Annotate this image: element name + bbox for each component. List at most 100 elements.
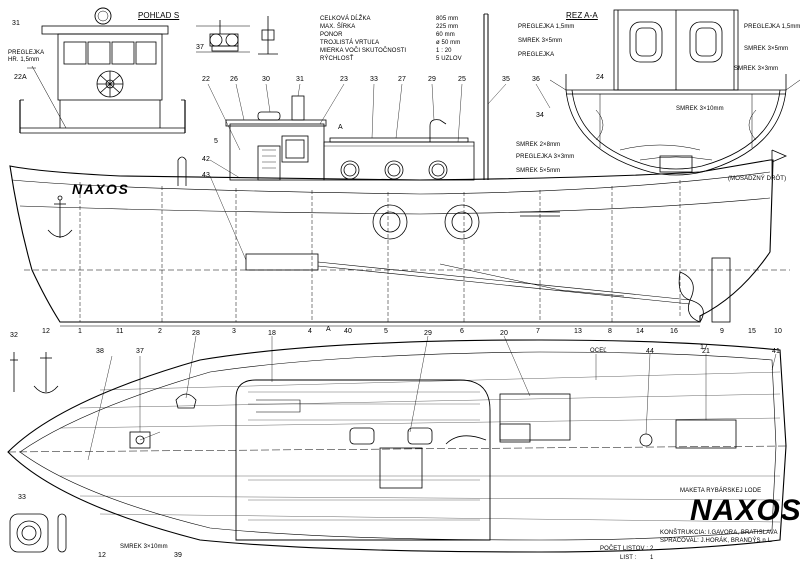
part-number: 15 bbox=[748, 328, 756, 335]
part-number: 14 bbox=[636, 328, 644, 335]
part-number: 34 bbox=[536, 112, 544, 119]
part-number: 10 bbox=[774, 328, 782, 335]
hull-name: NAXOS bbox=[72, 181, 130, 197]
part-number: 31 bbox=[296, 76, 304, 83]
material-label: PREGLEJKA 1,5mm bbox=[518, 24, 575, 30]
section-mark: A bbox=[338, 124, 343, 131]
part-number: 33 bbox=[18, 494, 26, 501]
part-number: 22A bbox=[14, 74, 27, 81]
spec-value: 60 mm bbox=[436, 32, 455, 38]
lifebuoy-detail bbox=[9, 513, 67, 553]
title-sheet-label: LIST : bbox=[620, 555, 637, 561]
part-number: 17 bbox=[700, 344, 708, 351]
part-number: 2 bbox=[158, 328, 162, 335]
front-view-s bbox=[19, 7, 186, 134]
part-number: 9 bbox=[720, 328, 724, 335]
part-number: 22 bbox=[202, 76, 210, 83]
spec-label: CELKOVÁ DĹŽKA bbox=[320, 16, 371, 22]
spec-label: MAX. ŠÍRKA bbox=[320, 24, 356, 30]
side-view-hull bbox=[9, 13, 790, 327]
part-number: 26 bbox=[230, 76, 238, 83]
spec-value: 1 : 20 bbox=[436, 48, 452, 54]
part-number: 44 bbox=[646, 348, 654, 355]
material-label: SMREK 5×5mm bbox=[516, 168, 561, 174]
part-number: 43 bbox=[202, 172, 210, 179]
part-number: 25 bbox=[458, 76, 466, 83]
part-number: 12 bbox=[42, 328, 50, 335]
section-mark: A bbox=[326, 326, 331, 333]
spec-value: 805 mm bbox=[436, 16, 459, 22]
spec-label: TROJLISTÁ VRTUĽA bbox=[320, 40, 380, 46]
part-number: 28 bbox=[192, 330, 200, 337]
part-number: 8 bbox=[608, 328, 612, 335]
spec-value: 5 UZLOV bbox=[436, 56, 462, 62]
view-label: POHĽAD S bbox=[138, 11, 180, 20]
part-number: 31 bbox=[12, 20, 20, 27]
title-sheets-label: POČET LISTOV : bbox=[600, 546, 649, 552]
part-number: 4 bbox=[308, 328, 312, 335]
part-number: 38 bbox=[96, 348, 104, 355]
anchor-detail bbox=[10, 352, 59, 394]
title-sheets-value: 2 bbox=[650, 546, 654, 552]
spec-label: MIERKA VOČI SKUTOČNOSTI bbox=[320, 48, 407, 54]
part-number: 5 bbox=[384, 328, 388, 335]
leader-lines bbox=[87, 83, 777, 461]
part-number: 39 bbox=[174, 552, 182, 559]
part-number: 3 bbox=[232, 328, 236, 335]
part-number: 36 bbox=[532, 76, 540, 83]
title-drawn-by: SPRACOVAL: J.HORÁK, BRANDÝS n.L. bbox=[660, 538, 773, 544]
title-subtitle: MAKETA RYBÁRSKEJ LODE bbox=[680, 488, 762, 494]
part-number: 6 bbox=[460, 328, 464, 335]
material-label: PREGLEJKA bbox=[8, 50, 45, 56]
material-label: PREGLEJKA 3×3mm bbox=[516, 154, 575, 160]
spec-label: PONOR bbox=[320, 32, 343, 38]
part-number: 29 bbox=[424, 330, 432, 337]
material-label: SMREK 3×3mm bbox=[734, 66, 779, 72]
spec-label: RÝCHLOSŤ bbox=[320, 56, 354, 62]
part-number: 21 bbox=[702, 348, 710, 355]
material-label: PREGLEJKA 1,5mm bbox=[744, 24, 800, 30]
part-number: 37 bbox=[136, 348, 144, 355]
material-label: SMREK 3×10mm bbox=[676, 106, 724, 112]
part-number: 16 bbox=[670, 328, 678, 335]
part-number: 23 bbox=[340, 76, 348, 83]
material-label: HR. 1,5mm bbox=[8, 57, 40, 63]
part-number: 12 bbox=[98, 552, 106, 559]
part-number: 33 bbox=[370, 76, 378, 83]
part-number: 5 bbox=[214, 138, 218, 145]
material-label: SMREK 2×8mm bbox=[516, 142, 561, 148]
part-number: 40 bbox=[344, 328, 352, 335]
part-number: 7 bbox=[536, 328, 540, 335]
spec-value: ø 50 mm bbox=[436, 40, 461, 46]
part-number: 11 bbox=[116, 328, 124, 335]
part-number: 41 bbox=[772, 348, 780, 355]
part-number: 1 bbox=[78, 328, 82, 335]
part-number: 32 bbox=[10, 332, 18, 339]
part-number: 27 bbox=[398, 76, 406, 83]
material-label: PREGLEJKA bbox=[518, 52, 555, 58]
part-number: 42 bbox=[202, 156, 210, 163]
part-number: 30 bbox=[262, 76, 270, 83]
section-a-a bbox=[549, 9, 800, 176]
winch-detail bbox=[196, 20, 250, 53]
material-label: (MOSADZNÝ DRÔT) bbox=[728, 176, 787, 182]
small-elevation-detail bbox=[258, 16, 278, 55]
spec-value: 225 mm bbox=[436, 24, 459, 30]
section-label: REZ A-A bbox=[566, 11, 598, 20]
material-label: SMREK 3×10mm bbox=[120, 544, 168, 550]
part-number: 35 bbox=[502, 76, 510, 83]
part-number: 13 bbox=[574, 328, 582, 335]
plan-view bbox=[7, 339, 787, 553]
title-name: NAXOS bbox=[690, 494, 800, 527]
material-label: OCEĽ bbox=[590, 348, 607, 354]
part-number: 20 bbox=[500, 330, 508, 337]
part-number: 29 bbox=[428, 76, 436, 83]
part-number: 18 bbox=[268, 330, 276, 337]
part-number: 24 bbox=[596, 74, 604, 81]
title-construction: KONŠTRUKCIA: I.GAVORA, BRATISLAVA bbox=[660, 530, 778, 536]
material-label: SMREK 3×5mm bbox=[518, 38, 563, 44]
title-sheet-value: 1 bbox=[650, 555, 654, 561]
part-number: 37 bbox=[196, 44, 204, 51]
material-label: SMREK 3×5mm bbox=[744, 46, 789, 52]
